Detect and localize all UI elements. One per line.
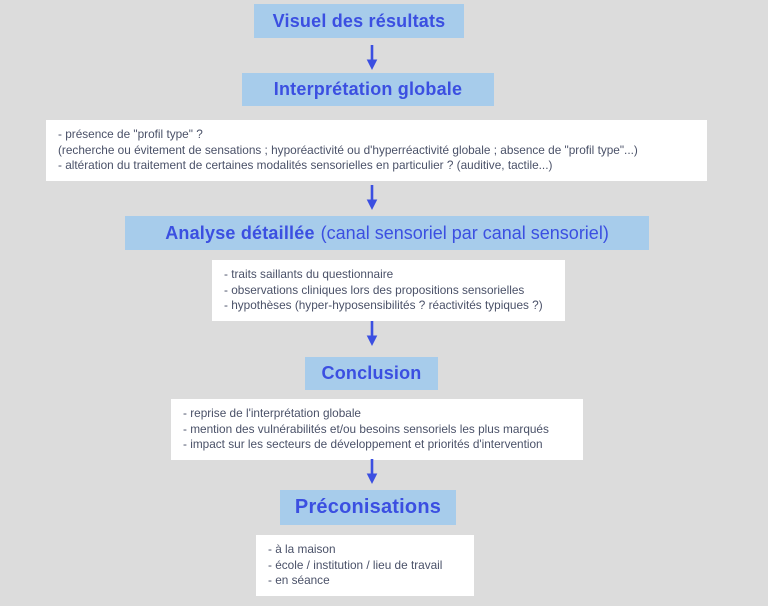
panel-line: - traits saillants du questionnaire [224,267,394,281]
step-box-conclusion: Conclusion [305,357,438,390]
step-title-bold: Analyse détaillée [165,222,315,243]
step-title: Préconisations [294,496,442,518]
panel-line: - hypothèses (hyper-hyposensibilités ? r… [224,298,543,312]
arrow-down-icon [366,459,378,484]
step-title: Visuel des résultats [272,10,446,31]
panel-analyse-notes: - traits saillants du questionnaire - ob… [212,260,565,321]
panel-interpretation-notes: - présence de "profil type" ? (recherche… [46,120,707,181]
step-title-suffix: (canal sensoriel par canal sensoriel) [320,222,609,243]
step-box-interpretation-globale: Interprétation globale [242,73,494,106]
arrow-down-icon [366,321,378,346]
step-box-preconisations: Préconisations [280,490,456,525]
panel-line: - à la maison [268,542,336,556]
step-title: Conclusion [321,363,422,383]
panel-line: - mention des vulnérabilités et/ou besoi… [183,421,549,436]
arrow-down-icon [366,45,378,70]
panel-preconisations-notes: - à la maison - école / institution / li… [256,535,474,596]
panel-line: - école / institution / lieu de travail [268,557,443,572]
step-box-analyse-detaillee: Analyse détaillée (canal sensoriel par c… [125,216,649,250]
step-title: Interprétation globale [273,79,463,99]
step-box-visuel-des-resultats: Visuel des résultats [254,4,464,38]
panel-line: - présence de "profil type" ? [58,127,203,141]
panel-conclusion-notes: - reprise de l'interprétation globale - … [171,399,583,460]
panel-line: - en séance [268,573,330,587]
panel-line: - altération du traitement de certaines … [58,158,553,172]
panel-line: (recherche ou évitement de sensations ; … [58,142,638,157]
arrow-down-icon [366,185,378,210]
panel-line: - impact sur les secteurs de développeme… [183,437,543,451]
panel-line: - observations cliniques lors des propos… [224,282,525,297]
panel-line: - reprise de l'interprétation globale [183,406,361,420]
